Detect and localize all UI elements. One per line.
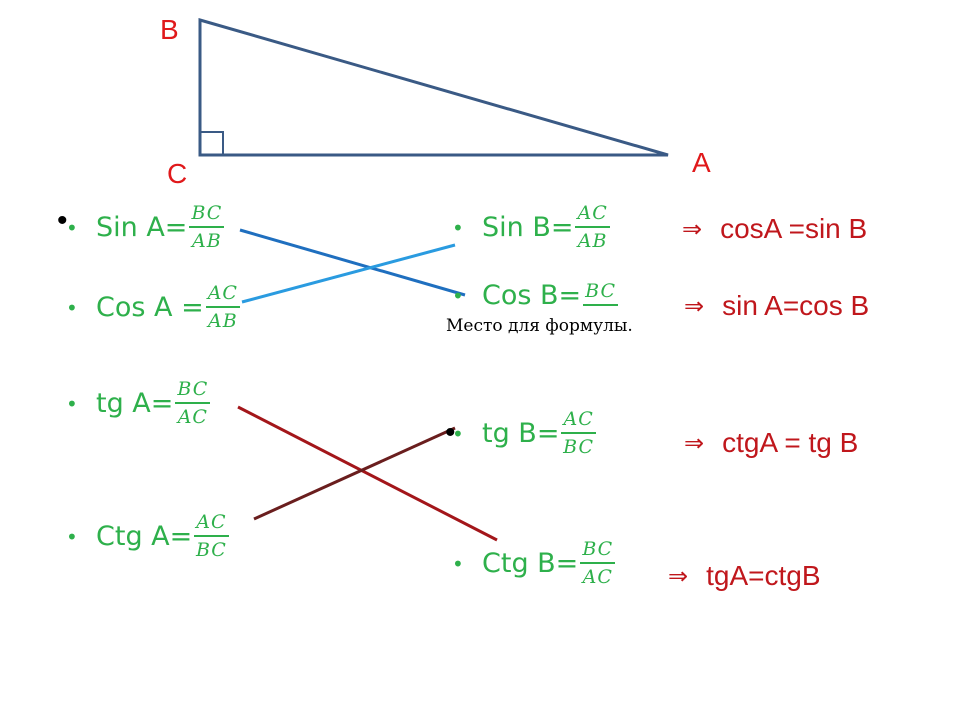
result-tg-a-ctg-b: ⇒ tgA=ctgB [668, 560, 821, 592]
formula-label: tg B= [482, 418, 560, 449]
result-text: sin A=cos B [722, 290, 870, 321]
bullet: • [452, 215, 464, 240]
black-bullet: • [57, 204, 68, 237]
formula-label: tg A= [96, 388, 174, 419]
denominator: AC [177, 406, 208, 428]
formula-label: Ctg A= [96, 521, 193, 552]
vertex-a-label: A [692, 147, 711, 178]
vertex-c-label: C [167, 158, 188, 189]
result-ctg-a-tg-b: ⇒ ctgA = tg B [684, 427, 858, 459]
numerator: BC [189, 204, 225, 228]
connector-tg-a-ctg-b [237, 405, 498, 542]
fraction: BC [583, 281, 619, 310]
implies-arrow-icon: ⇒ [684, 429, 705, 457]
numerator: BC [580, 540, 616, 564]
bullet: • [452, 421, 464, 446]
denominator: BC [563, 436, 595, 458]
result-text: cosA =sin B [720, 213, 868, 244]
bullet: • [66, 295, 78, 320]
result-sin-a-cos-b: ⇒ sin A=cos B [684, 290, 869, 322]
implies-arrow-icon: ⇒ [684, 292, 705, 320]
numerator: AC [561, 410, 596, 434]
bullet: • [452, 551, 464, 576]
denominator: BC [195, 539, 227, 561]
denominator: AC [582, 566, 613, 588]
connector-ctg-a-tg-b [253, 426, 456, 521]
implies-arrow-icon: ⇒ [668, 562, 689, 590]
denominator: AB [192, 230, 222, 252]
formula-label: Ctg B= [482, 548, 579, 579]
formula-label: Cos B= [482, 280, 582, 311]
right-triangle [198, 18, 669, 157]
vertex-b-label: B [160, 14, 179, 45]
connector-cos-a-sin-b [241, 243, 456, 304]
result-text: tgA=ctgB [706, 560, 821, 591]
numerator: BC [583, 281, 619, 306]
formula-label: Sin B= [482, 212, 574, 243]
numerator: AC [205, 284, 240, 308]
implies-arrow-icon: ⇒ [682, 215, 703, 243]
formula-placeholder[interactable]: Место для формулы. [440, 314, 639, 338]
formula-label: Cos A = [96, 292, 204, 323]
numerator: BC [175, 380, 211, 404]
formula-label: Sin A= [96, 212, 188, 243]
formula-cos-b: • Cos B= BC [452, 280, 619, 311]
black-bullet: • [445, 416, 456, 449]
denominator: AB [577, 230, 608, 252]
numerator: AC [575, 204, 610, 228]
bullet: • [66, 524, 78, 549]
denominator: AB [207, 310, 238, 332]
connector-sin-a-cos-b [239, 228, 466, 297]
numerator: AC [194, 513, 229, 537]
bullet: • [66, 215, 78, 240]
result-text: ctgA = tg B [722, 427, 859, 458]
right-angle-marker [199, 131, 224, 156]
bullet: • [66, 391, 78, 416]
result-cos-a-sin-b: ⇒ cosA =sin B [682, 213, 867, 245]
bullet: • [452, 283, 464, 308]
